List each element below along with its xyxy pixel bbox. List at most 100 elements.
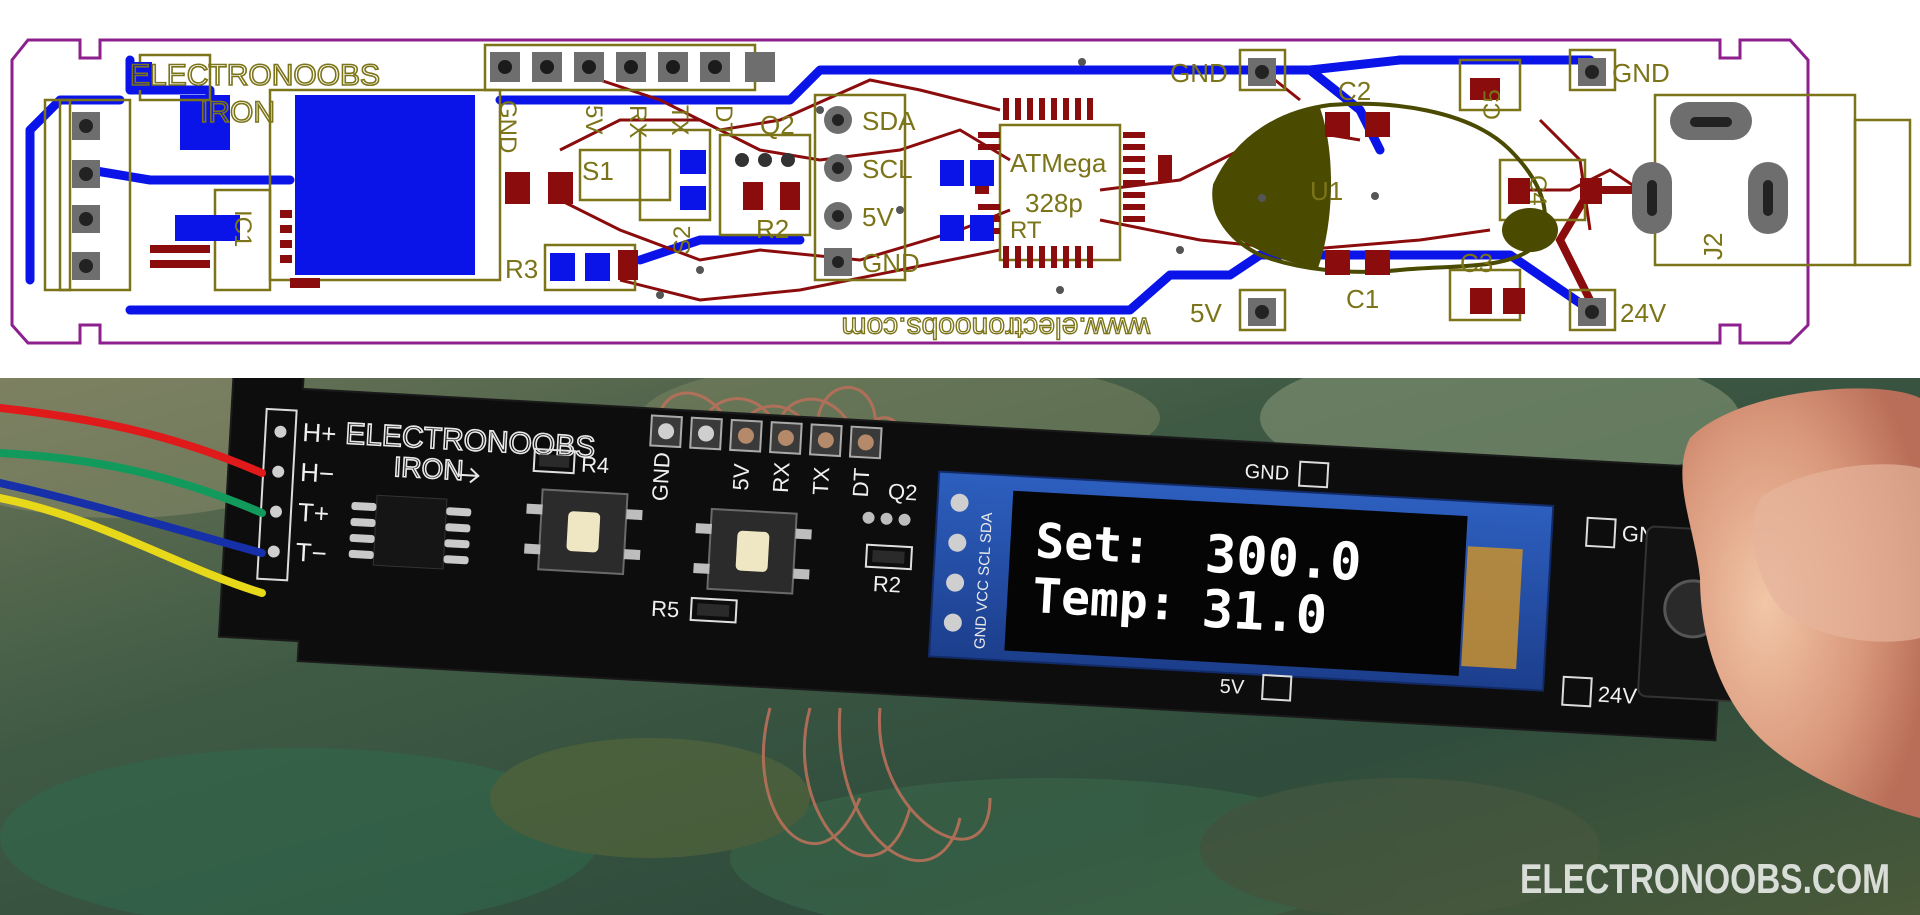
pcb-label-j2: J2: [1698, 233, 1728, 260]
regulator-pad: [180, 95, 230, 150]
pcb-label-u1: U1: [1310, 176, 1343, 206]
photo-header-gnd: GND: [647, 452, 675, 502]
pcb-label-5v-bottom: 5V: [1190, 298, 1222, 328]
oled-screen: [1004, 490, 1468, 676]
barrel-jack-pads: [1632, 102, 1788, 234]
pcb-board-photo: ELECTRONOOBS IRON H+ H− T+ T−: [217, 378, 1748, 742]
pcb-pin-tx: TX: [666, 105, 693, 136]
pcb-label-rt: RT: [1010, 217, 1042, 244]
silk-logo-ear: [1502, 208, 1558, 252]
pcb-pin-5v: 5V: [580, 105, 607, 134]
photo-t-minus: T−: [295, 537, 328, 569]
photo-header-dt: DT: [848, 467, 875, 498]
smd-pads-bottom: [130, 62, 994, 281]
pcb-label-gnd-top: GND: [1170, 58, 1228, 88]
pcb-pin-rx: RX: [624, 105, 651, 138]
pcb-label-c4: C4: [1524, 175, 1551, 206]
brand-arrow: [458, 467, 480, 484]
pcb-label-s2: S2: [669, 226, 696, 255]
pcb-title-line2: IRON: [200, 96, 275, 129]
regulator-ic-pins: [348, 501, 472, 565]
pcb-label-c5: C5: [1479, 89, 1506, 120]
photo-r5: R5: [650, 596, 679, 623]
pcb-layout-svg: ELECTRONOOBS IRON S1 Q2 R2 R3 SDA SCL 5V…: [10, 38, 1912, 345]
header-pads: [490, 52, 775, 82]
pcb-pin-gnd: GND: [494, 100, 521, 153]
pcb-label-s1: S1: [582, 156, 614, 186]
assembled-board-photo: ELECTRONOOBS IRON H+ H− T+ T−: [0, 378, 1920, 915]
pcb-label-mcu-line2: 328p: [1025, 188, 1083, 218]
silk-logo-face: [1213, 108, 1332, 268]
pcb-label-24v: 24V: [1620, 298, 1667, 328]
photo-header-pads: [649, 414, 883, 460]
vias: [656, 58, 1379, 299]
oled-set-label: Set:: [1034, 513, 1153, 575]
pcb-label-scl: SCL: [862, 154, 913, 184]
photo-header-rx: RX: [768, 461, 795, 493]
button-holes: [735, 153, 795, 167]
regulator-ic: [372, 494, 448, 570]
wire-terminal-block: [256, 407, 298, 582]
photo-r2: R2: [872, 571, 901, 598]
pushbutton-2-legs: [693, 523, 812, 580]
pcb-label-c3: C3: [1460, 248, 1493, 278]
pcb-layout-diagram: ELECTRONOOBS IRON S1 Q2 R2 R3 SDA SCL 5V…: [0, 0, 1920, 378]
pushbutton-1-cap: [566, 511, 601, 553]
pcb-label-r2: R2: [756, 214, 789, 244]
oled-set-value: 300.0: [1203, 525, 1363, 594]
photo-5v-pad: [1261, 673, 1293, 702]
pushbutton-1-legs: [524, 503, 643, 561]
wire-yellow: [0, 494, 266, 597]
photo-r4: R4: [580, 452, 609, 479]
thumbnail: [1752, 464, 1920, 642]
photo-24v-pad: [1561, 675, 1593, 708]
connector-wires: [0, 404, 266, 597]
pcb-label-r3: R3: [505, 254, 538, 284]
smd-pads-top: [150, 78, 1602, 314]
pcb-pin-dt: DT: [710, 105, 737, 137]
left-connector-pads: [72, 112, 100, 280]
pcb-label-sda: SDA: [862, 106, 916, 136]
pushbutton-2-cap: [735, 530, 770, 572]
resistor-r4: [532, 447, 576, 475]
resistor-r2: [864, 543, 914, 571]
pcb-label-gnd-right: GND: [1612, 58, 1670, 88]
oled-temp-value: 31.0: [1200, 580, 1328, 647]
photo-gnd-pad-right: [1585, 516, 1617, 549]
silkscreen-outlines: [43, 43, 1912, 332]
oled-flex-cable: [1461, 546, 1523, 670]
pcb-label-mcu-line1: ATMega: [1010, 148, 1107, 178]
resistor-r4-body: [538, 454, 570, 468]
photo-header-5v: 5V: [728, 463, 754, 492]
power-pads: [1248, 58, 1606, 326]
pcb-label-c1: C1: [1346, 284, 1379, 314]
regulator-copper-pour: [295, 95, 475, 275]
pcb-label-oled-5v: 5V: [862, 202, 894, 232]
transistor-q2: [862, 511, 911, 526]
photo-5v-label: 5V: [1219, 676, 1245, 699]
photo-header-tx: TX: [808, 466, 835, 496]
resistor-r5: [689, 596, 738, 624]
photo-t-plus: T+: [297, 497, 330, 529]
pcb-title-line1: ELECTRONOOBS: [130, 59, 380, 92]
wire-blue: [0, 479, 266, 557]
photo-24v-label: 24V: [1597, 682, 1638, 709]
resistor-r5-body: [696, 603, 730, 618]
oled-temp-label: Temp:: [1031, 568, 1178, 632]
resistor-r2-body: [872, 549, 905, 564]
pcb-label-c2: C2: [1338, 76, 1371, 106]
photo-q2: Q2: [887, 479, 918, 506]
bottom-copper-traces: [25, 55, 1595, 315]
pcb-label-q2: Q2: [760, 110, 795, 140]
photo-gnd-label: GND: [1244, 461, 1290, 485]
photo-svg: ELECTRONOOBS IRON H+ H− T+ T−: [0, 378, 1920, 915]
oled-header-pads: [824, 106, 852, 276]
wire-green: [0, 449, 266, 517]
pcb-website-mirrored: www.electronoobs.com: [842, 311, 1151, 344]
watermark: ELECTRONOOBS.COM: [1520, 855, 1890, 902]
photo-brand-line2: IRON: [393, 451, 465, 486]
wire-red: [0, 404, 266, 477]
pcb-label-ic1: IC1: [229, 210, 256, 247]
terminal-solder-joints: [267, 425, 287, 558]
photo-h-minus: H−: [299, 457, 335, 489]
